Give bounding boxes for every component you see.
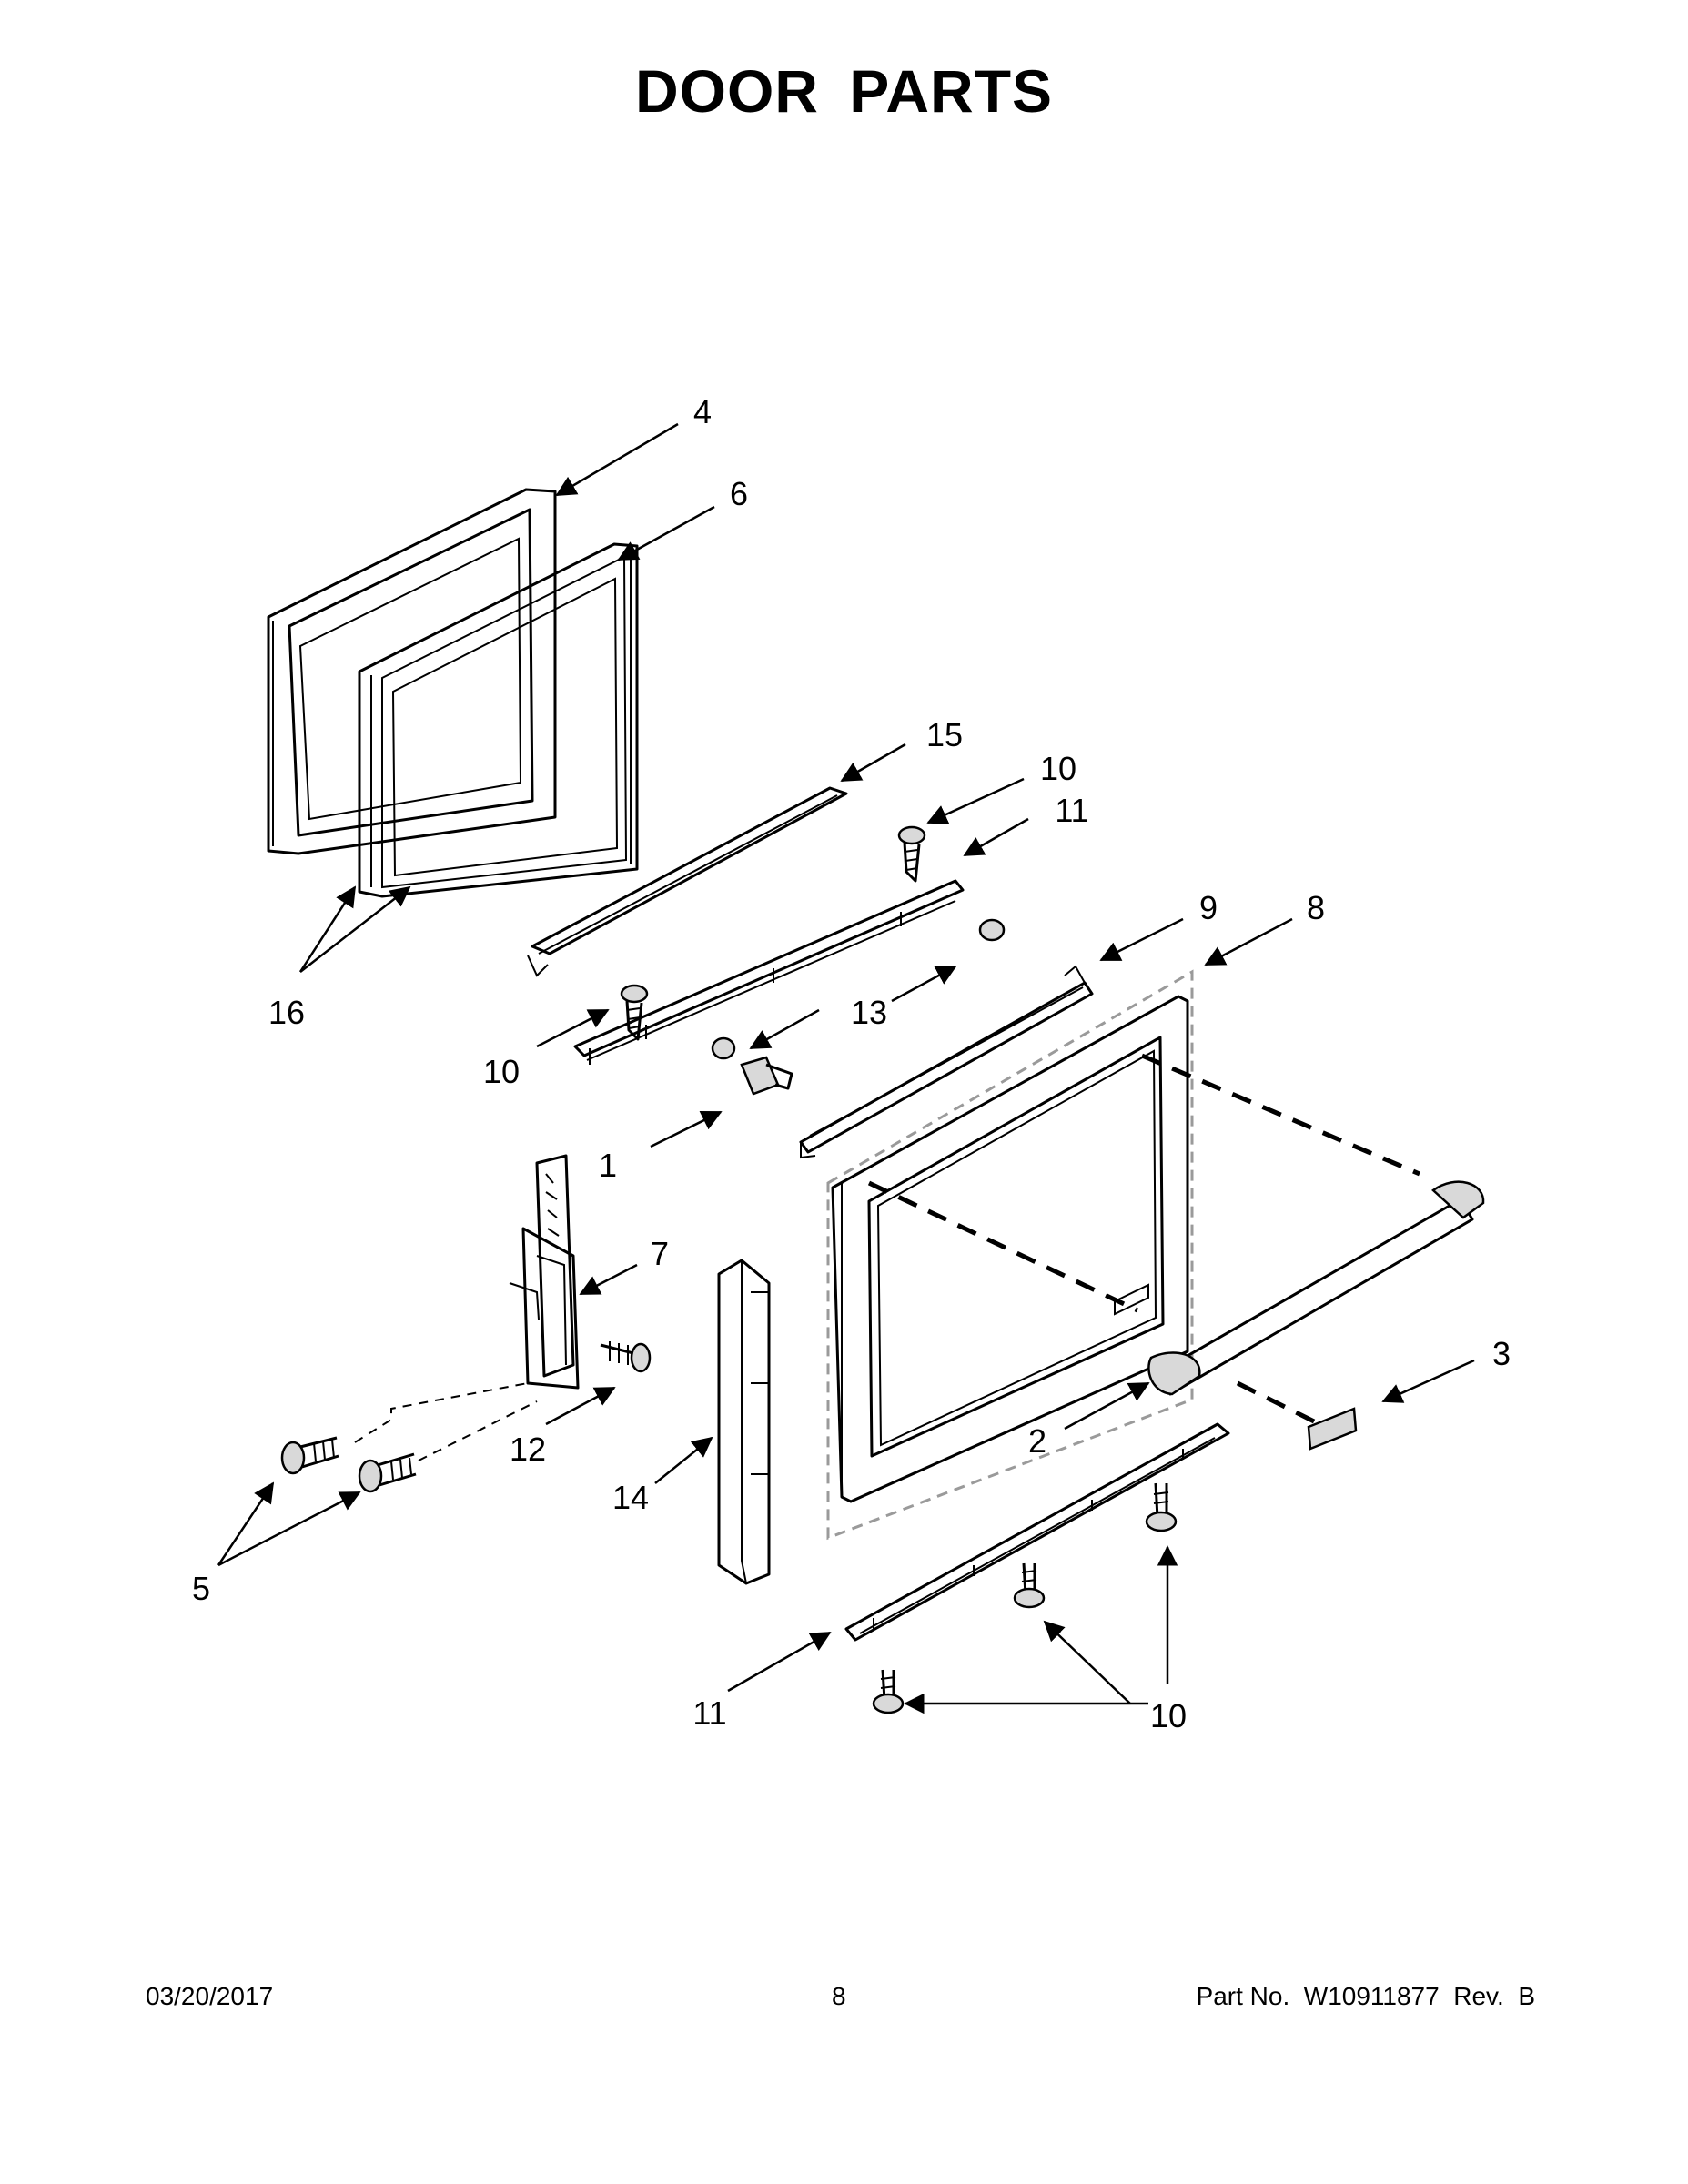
mounting-screw-1 <box>280 1436 339 1475</box>
footer-part-number: Part No. W10911877 Rev. B <box>1196 1982 1535 2010</box>
door-glass-assembly <box>358 542 639 898</box>
dash-line-handle-badge <box>1236 1380 1321 1427</box>
callout-7: 7 <box>651 1235 669 1272</box>
spacer-right <box>978 918 1006 942</box>
mounting-screw-2 <box>358 1452 417 1493</box>
callout-10-lower: 10 <box>1150 1697 1187 1734</box>
door-bumper <box>740 1056 793 1096</box>
callout-11-upper: 11 <box>1055 792 1088 829</box>
outer-door-ghost <box>826 969 1194 1541</box>
screw-upper-right <box>897 825 926 883</box>
callout-11-lower: 11 <box>692 1694 726 1732</box>
callout-2: 2 <box>1028 1422 1046 1460</box>
callout-8: 8 <box>1307 889 1325 926</box>
hinge-screw <box>600 1341 652 1373</box>
callout-4: 4 <box>693 393 712 430</box>
footer-date: 03/20/2017 <box>146 1982 274 2010</box>
upper-bracket <box>573 879 965 1065</box>
callout-9: 9 <box>1199 889 1218 926</box>
callout-14: 14 <box>612 1479 649 1516</box>
outer-door-panel <box>831 995 1189 1503</box>
nameplate-badge <box>1307 1407 1358 1451</box>
side-trim <box>717 1259 771 1585</box>
screw-lower-2 <box>1013 1562 1046 1609</box>
dash-line-lower <box>867 1180 1139 1313</box>
callout-10-upper-left: 10 <box>483 1053 520 1090</box>
door-trim-strip <box>527 786 848 977</box>
door-frame-bracket <box>799 965 1094 1159</box>
callout-10-upper-right: 10 <box>1040 750 1076 787</box>
callout-16: 16 <box>268 994 305 1031</box>
screw-lower-3 <box>1145 1482 1178 1532</box>
page-title: DOOR PARTS <box>634 57 1054 125</box>
lower-bracket <box>844 1422 1230 1642</box>
callout-15: 15 <box>926 716 963 753</box>
callout-12: 12 <box>510 1431 546 1468</box>
callout-6: 6 <box>730 475 748 512</box>
hinge-screw-alignment <box>354 1382 538 1461</box>
screw-upper-left <box>620 984 649 1041</box>
dash-line-upper <box>1141 1053 1420 1177</box>
door-hinge <box>509 1154 580 1390</box>
door-handle <box>1147 1180 1485 1396</box>
inner-door-liner <box>267 488 557 855</box>
spacer-left <box>711 1036 736 1060</box>
leader-arrows <box>217 422 1475 1714</box>
callout-1: 1 <box>599 1147 617 1184</box>
callout-13: 13 <box>851 994 887 1031</box>
callout-5: 5 <box>192 1570 210 1607</box>
callout-3: 3 <box>1492 1335 1511 1372</box>
footer-page-number: 8 <box>832 1982 846 2010</box>
screw-lower-1 <box>872 1669 905 1714</box>
